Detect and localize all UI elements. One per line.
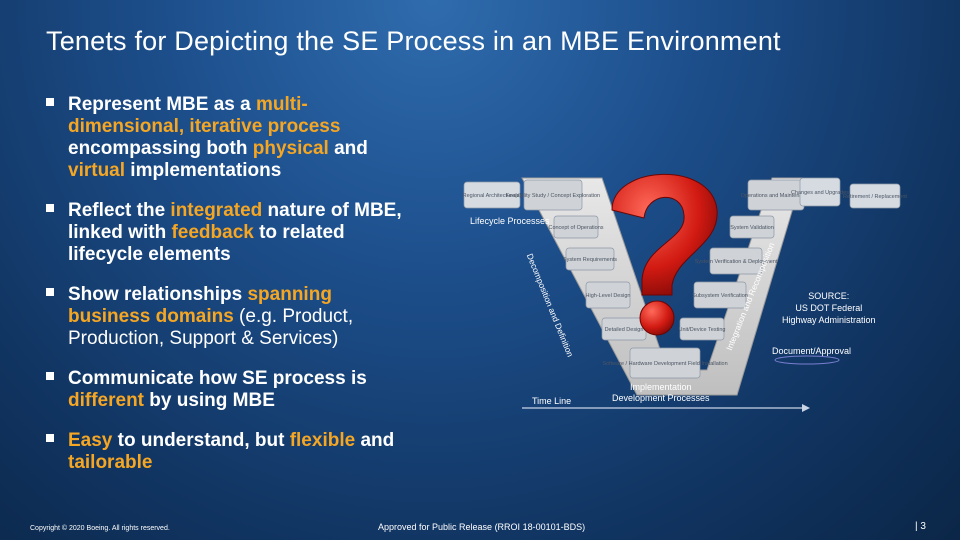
bullet-1: Represent MBE as a multi-dimensional, it… [46, 94, 416, 182]
lifecycle-label: Lifecycle Processes [470, 216, 550, 226]
vee-box-label: Regional Architecture(s) [463, 193, 522, 199]
bullet-text: nature of MBE, linked with [68, 200, 402, 243]
bullet-square-icon [46, 98, 54, 106]
approval-text: Approved for Public Release (RROI 18-001… [378, 522, 586, 532]
question-mark-icon [611, 173, 718, 336]
document-approval-label: Document/Approval [772, 346, 852, 356]
highlighted-text: integrated [170, 200, 263, 221]
highlighted-text: Easy [68, 430, 113, 451]
bullet-text: encompassing both [68, 138, 253, 159]
se-vee-diagram: Regional Architecture(s)Feasibility Stud… [462, 170, 960, 415]
bullet-square-icon [46, 372, 54, 380]
bullet-text: Represent MBE as a [68, 94, 256, 115]
highlighted-text: tailorable [68, 452, 153, 473]
vee-box [463, 181, 521, 209]
highlighted-text: different [68, 390, 144, 411]
bullet-2: Reflect the integrated nature of MBE, li… [46, 200, 416, 266]
bullet-text: and [328, 138, 368, 159]
vee-box [629, 347, 701, 379]
vee-box [585, 281, 631, 309]
bullet-square-icon [46, 434, 54, 442]
highlighted-text: flexible [289, 430, 356, 451]
slide-title: Tenets for Depicting the SE Process in a… [46, 26, 781, 56]
vee-box-label: Feasibility Study / Concept Exploration [506, 193, 600, 199]
bullet-square-icon [46, 288, 54, 296]
bullet-text: Reflect the [68, 200, 171, 221]
vee-box-label: Unit/Device Testing [679, 327, 726, 333]
vee-boxes: Regional Architecture(s)Feasibility Stud… [463, 177, 907, 379]
vee-box [709, 247, 763, 275]
bullet-text: to related lifecycle elements [68, 222, 345, 265]
highlighted-text: physical [252, 138, 329, 159]
approval-ellipse [774, 355, 840, 365]
vee-box-label: Software / Hardware Development Field In… [602, 361, 727, 367]
bullet-square-icon [46, 204, 54, 212]
vee-box [729, 215, 775, 239]
vee-box [553, 215, 599, 239]
vee-box [849, 183, 901, 209]
vee-box [799, 177, 841, 207]
implementation-label: Implementation Development Processes [612, 382, 710, 403]
bullet-text: Communicate how SE process is [68, 368, 367, 389]
bullet-4: Communicate how SE process is different … [46, 368, 416, 412]
vee-box-label: Changes and Upgrades [791, 190, 849, 196]
highlighted-text: feedback [171, 222, 254, 243]
vee-box-label: Operations and Maintenance [741, 193, 812, 199]
vee-box-label: Concept of Operations [548, 225, 603, 231]
highlighted-text: multi-dimensional, iterative process [68, 94, 341, 137]
bullet-text: implementations [125, 160, 282, 181]
vee-box-label: System Validation [730, 225, 774, 231]
vee-box-label: Subsystem Verification [692, 293, 748, 299]
bullet-text: to understand, but [112, 430, 290, 451]
vee-box [565, 247, 615, 271]
vee-box-label: High-Level Design [586, 293, 631, 299]
bullet-text: and [355, 430, 395, 451]
page-number: | 3 [915, 521, 926, 532]
vee-box-label: System Requirements [563, 257, 617, 263]
timeline-label: Time Line [532, 396, 572, 406]
bullet-text: by using MBE [144, 390, 275, 411]
vee-box [693, 281, 747, 309]
vee-box-label: Detailed Design [605, 327, 644, 333]
bullet-text: Show relationships [68, 284, 248, 305]
vee-box-label: System Verification & Deployment [695, 259, 778, 265]
bullet-5: Easy to understand, but flexible and tai… [46, 430, 416, 474]
vee-box [523, 179, 583, 211]
bullet-text: (e.g. Product, Production, Support & Ser… [68, 306, 354, 349]
vee-box [679, 317, 725, 341]
highlighted-text: virtual [68, 160, 126, 181]
copyright-text: Copyright © 2020 Boeing. All rights rese… [30, 525, 170, 532]
vee-diagram-svg: Regional Architecture(s)Feasibility Stud… [463, 173, 907, 412]
vee-box-label: Retirement / Replacement [843, 194, 907, 200]
bullet-3: Show relationships spanning business dom… [46, 284, 416, 350]
highlighted-text: spanning business domains [68, 284, 332, 327]
source-label: SOURCE: US DOT Federal Highway Administr… [782, 291, 876, 325]
bullet-list: Represent MBE as a multi-dimensional, it… [46, 94, 416, 492]
